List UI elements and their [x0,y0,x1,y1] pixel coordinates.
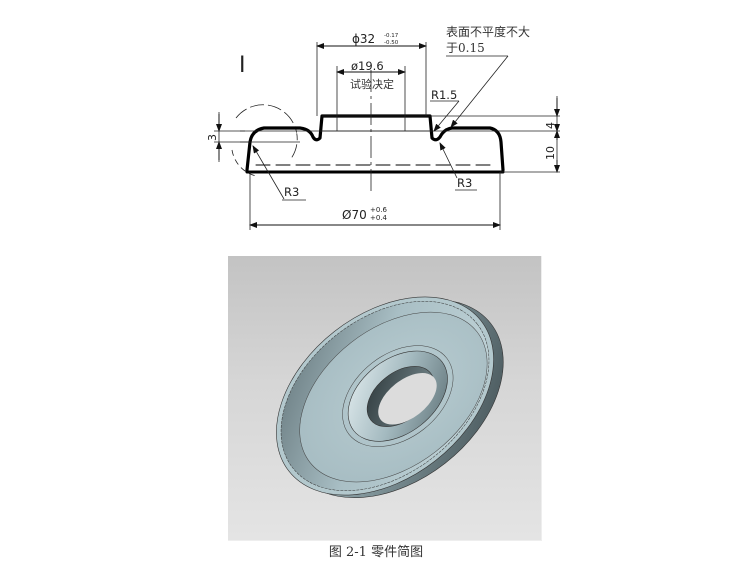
svg-text:10: 10 [544,146,557,160]
flatness-note: 表面不平度不大 于0.15 [446,24,530,128]
svg-text:-0.17: -0.17 [384,33,399,39]
figure-caption: 图 2-1 零件简图 [328,545,424,560]
svg-text:4: 4 [544,122,557,129]
svg-text:3: 3 [206,134,219,141]
technical-drawing: I ϕ32 -0.17 -0.50 [206,24,560,230]
view-label: I [239,53,246,78]
detail-circle [231,104,298,177]
svg-text:试验决定: 试验决定 [350,77,394,91]
svg-text:于0.15: 于0.15 [446,41,485,55]
dimension-boss-diameter: ϕ32 -0.17 -0.50 [316,32,427,116]
part-section-profile [245,114,505,174]
part-3d-render [228,256,542,541]
svg-text:+0.4: +0.4 [370,214,388,222]
svg-text:ϕ32: ϕ32 [352,32,375,46]
radius-right-label: R3 [439,142,477,191]
radius-inner-bend-label: R1.5 [430,88,460,132]
svg-text:I: I [239,53,246,78]
svg-text:Ø70: Ø70 [342,208,367,222]
svg-text:R1.5: R1.5 [431,88,457,102]
reference-lines [240,115,560,173]
dimension-outer-diameter: Ø70 +0.6 +0.4 [249,172,501,230]
svg-text:+0.6: +0.6 [370,206,388,214]
svg-text:ø19.6: ø19.6 [351,59,384,73]
dimension-hole-diameter: ø19.6 试验决定 [336,59,406,131]
svg-text:R3: R3 [284,185,299,199]
svg-text:-0.50: -0.50 [384,40,399,46]
dimension-step-height: 3 [206,112,250,162]
svg-text:表面不平度不大: 表面不平度不大 [446,24,530,39]
svg-text:R3: R3 [457,176,472,190]
radius-left-label: R3 [252,145,306,201]
dimension-heights-right: 4 10 [544,96,560,173]
part-3d-model [276,296,504,498]
